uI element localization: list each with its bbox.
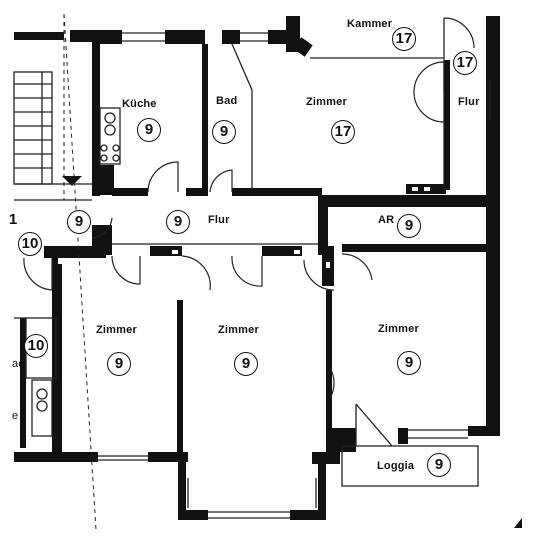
- dashed-axis-line: [63, 13, 97, 531]
- room-number-zimmer-left: 9: [107, 352, 131, 376]
- neighbor-fragment-2: e: [12, 410, 19, 422]
- room-number-bad: 9: [212, 120, 236, 144]
- room-label-kueche: Küche: [122, 98, 157, 110]
- room-number-zimmer-mid: 9: [234, 352, 258, 376]
- walls: [14, 16, 522, 528]
- room-number-loggia: 9: [427, 453, 451, 477]
- room-label-bad: Bad: [216, 95, 238, 107]
- stair-arrow: [62, 176, 82, 186]
- room-label-flur-top: Flur: [458, 96, 480, 108]
- room-number-flur-top: 17: [453, 51, 477, 75]
- room-label-zimmer-left: Zimmer: [96, 324, 137, 336]
- neighbor-number-1: 1: [8, 211, 18, 228]
- neighbor-fragment-1: ad: [12, 358, 25, 370]
- room-number-flur: 9: [166, 210, 190, 234]
- room-number-zimmer-right: 9: [397, 351, 421, 375]
- room-number-kueche: 9: [137, 118, 161, 142]
- neighbor-number-3: 10: [24, 334, 48, 358]
- room-label-kammer: Kammer: [347, 18, 393, 30]
- stair-number: 9: [67, 210, 91, 234]
- room-label-zimmer-top: Zimmer: [306, 96, 347, 108]
- room-label-flur: Flur: [208, 214, 230, 226]
- room-label-zimmer-right: Zimmer: [378, 323, 419, 335]
- room-label-loggia: Loggia: [377, 460, 415, 472]
- room-number-ar: 9: [397, 214, 421, 238]
- door-swings: [23, 17, 475, 399]
- neighbor-number-2: 10: [18, 232, 42, 256]
- room-label-ar: AR: [378, 214, 395, 226]
- room-number-zimmer-top: 17: [331, 120, 355, 144]
- room-number-kammer: 17: [392, 27, 416, 51]
- thin-lines: [13, 18, 491, 519]
- room-label-zimmer-mid: Zimmer: [218, 324, 259, 336]
